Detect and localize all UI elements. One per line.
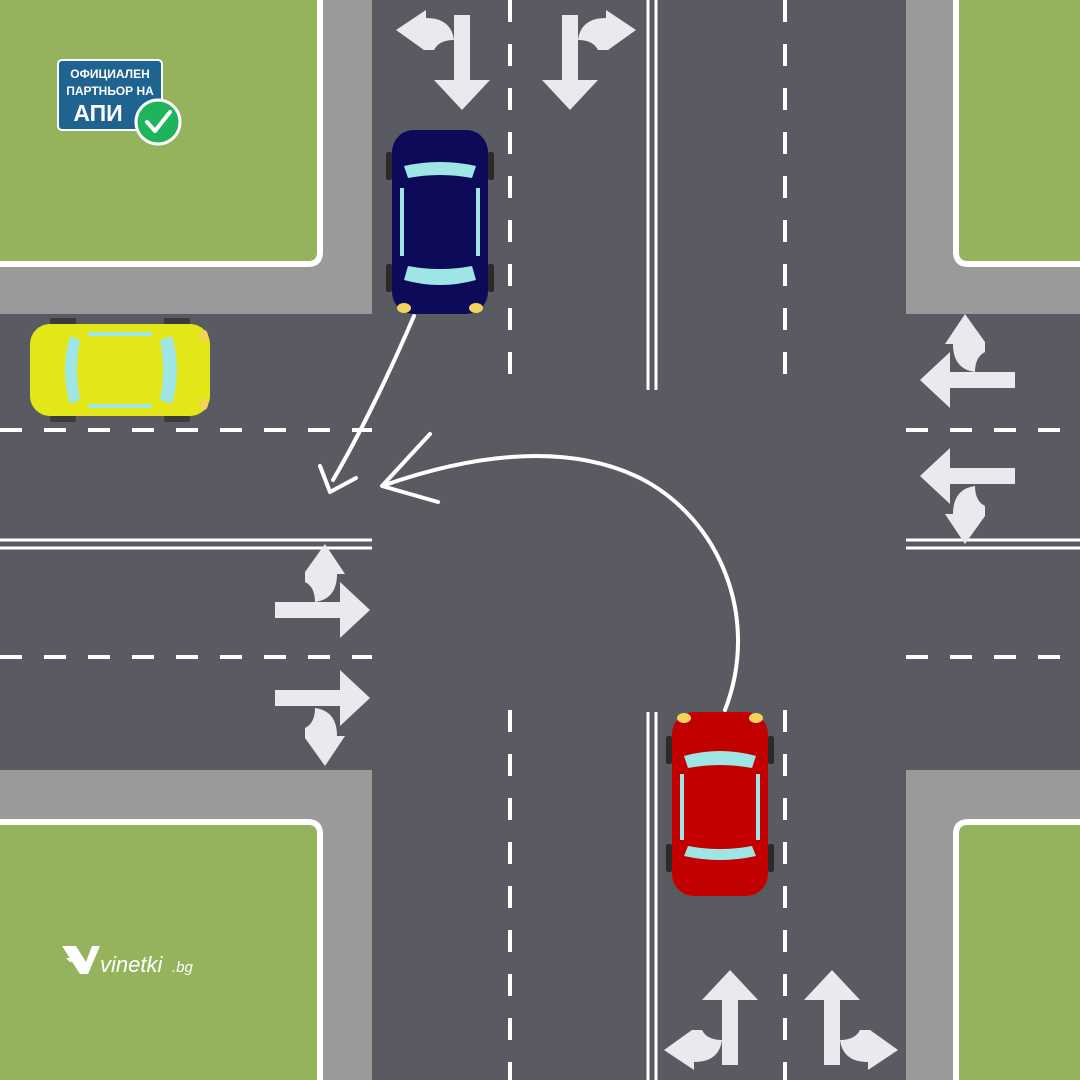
blue-car-arrowhead-icon bbox=[318, 464, 358, 494]
vinetki-logo: vinetki .bg bbox=[62, 946, 194, 977]
arrow-straight-right-icon bbox=[920, 314, 1015, 408]
logo-suffix: .bg bbox=[172, 959, 194, 976]
car-body bbox=[392, 130, 488, 314]
arrow-straight-right-icon bbox=[804, 970, 898, 1070]
arrow-straight-left-icon bbox=[396, 10, 490, 110]
arrow-straight-left-icon bbox=[275, 544, 370, 638]
grass-bottom-left bbox=[0, 819, 323, 1080]
logo-name: vinetki bbox=[100, 952, 163, 977]
check-icon bbox=[134, 98, 182, 146]
yellow-car bbox=[30, 318, 210, 422]
road-arrows bbox=[275, 10, 1015, 1070]
blue-car bbox=[386, 130, 494, 314]
api-partner-badge: ОФИЦИАЛЕН ПАРТНЬОР НА АПИ bbox=[57, 59, 182, 146]
badge-line-2: ПАРТНЬОР НА bbox=[66, 84, 154, 98]
car-body bbox=[30, 324, 210, 416]
grass-bottom-right bbox=[953, 819, 1080, 1080]
turn-paths bbox=[318, 314, 740, 712]
grass-top-right bbox=[953, 0, 1080, 267]
red-car-arrowhead-icon bbox=[380, 432, 440, 504]
arrow-straight-left-icon bbox=[664, 970, 758, 1070]
arrow-straight-right-icon bbox=[542, 10, 636, 110]
car-body bbox=[672, 712, 768, 896]
badge-line-1: ОФИЦИАЛЕН bbox=[70, 67, 150, 81]
blue-car-path bbox=[331, 314, 416, 482]
vinetki-logo-icon bbox=[62, 946, 100, 974]
red-car-path bbox=[383, 454, 740, 712]
arrow-straight-left-icon bbox=[920, 448, 1015, 544]
red-car bbox=[666, 712, 774, 896]
arrow-straight-right-icon bbox=[275, 670, 370, 766]
badge-line-3: АПИ bbox=[73, 100, 122, 126]
